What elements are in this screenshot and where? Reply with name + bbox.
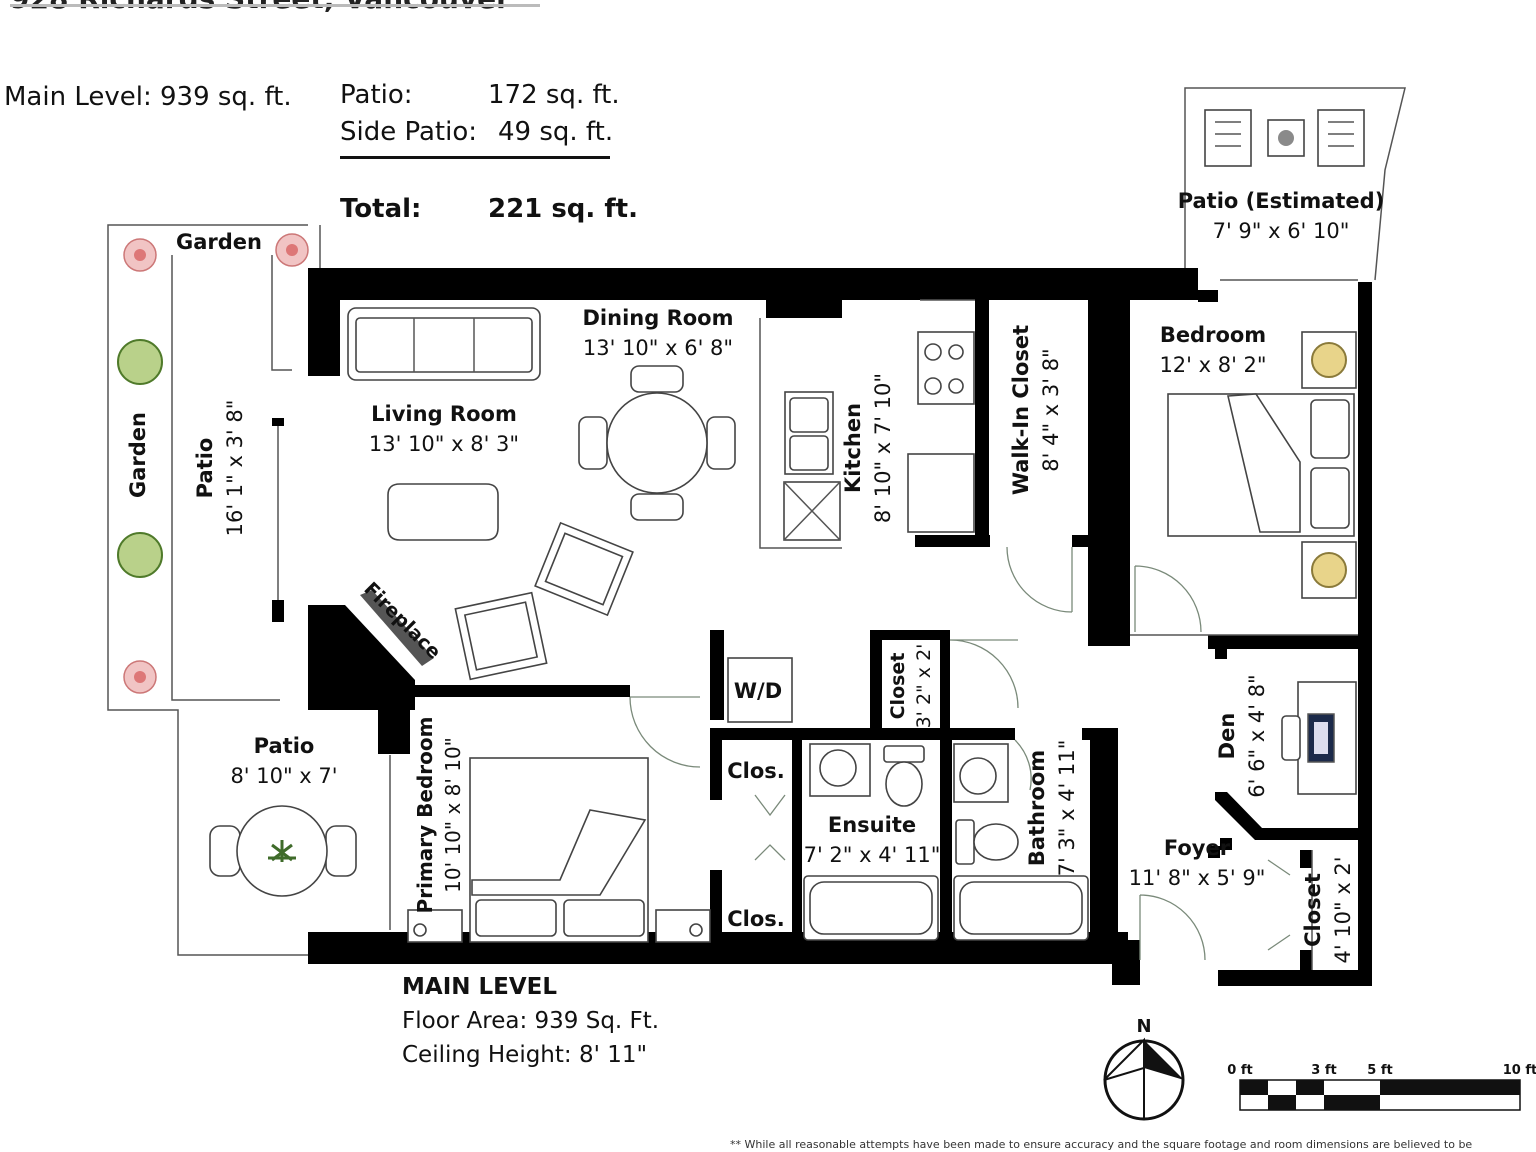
room-dims-primary-bedroom: 10' 10" x 8' 10" bbox=[441, 737, 465, 893]
nightstand-icon bbox=[655, 909, 711, 943]
lounge-chair-icon bbox=[1204, 109, 1252, 167]
level-title: MAIN LEVEL bbox=[402, 974, 558, 1000]
address-title: 928 Richards Street, Vancouver bbox=[10, 0, 510, 15]
stove-icon bbox=[917, 331, 975, 405]
door-swings bbox=[629, 546, 1291, 961]
room-dims-ensuite: 7' 2" x 4' 11" bbox=[804, 843, 941, 867]
room-dims-kitchen: 8' 10" x 7' 10" bbox=[871, 373, 895, 523]
side-table-icon bbox=[1267, 119, 1305, 157]
nightstand-icon bbox=[407, 909, 463, 943]
room-name-bedroom: Bedroom bbox=[1160, 323, 1266, 347]
bed-icon bbox=[469, 757, 649, 943]
room-name-patio-side: Patio bbox=[193, 438, 217, 499]
flower-icon bbox=[123, 238, 157, 272]
room-name-wd: W/D bbox=[734, 679, 782, 703]
summary-divider bbox=[340, 156, 610, 159]
flower-icon bbox=[275, 233, 309, 267]
room-name-clos-bottom: Clos. bbox=[727, 907, 785, 931]
north-arrow-icon: N bbox=[1103, 1016, 1185, 1121]
room-dims-patio-estimated: 7' 9" x 6' 10" bbox=[1213, 219, 1350, 243]
room-dims-bedroom: 12' x 8' 2" bbox=[1159, 353, 1266, 377]
room-name-den: Den bbox=[1215, 713, 1239, 760]
level-ceiling-height: Ceiling Height: 8' 11" bbox=[402, 1042, 648, 1068]
toilet-icon bbox=[883, 745, 925, 807]
room-dims-foyer: 11' 8" x 5' 9" bbox=[1129, 866, 1266, 890]
room-name-foyer: Foyer bbox=[1164, 836, 1231, 860]
washer-dryer-icon bbox=[727, 657, 793, 723]
scale-label-3: 3 ft bbox=[1311, 1063, 1336, 1078]
room-dims-bathroom: 7' 3" x 4' 11" bbox=[1055, 740, 1079, 877]
flower-icon bbox=[123, 660, 157, 694]
room-dims-dining: 13' 10" x 6' 8" bbox=[583, 336, 733, 360]
scale-bar-icon: 0 ft 3 ft 5 ft 10 ft bbox=[1227, 1063, 1536, 1111]
patio-table-icon bbox=[209, 805, 357, 897]
plant-icon bbox=[117, 532, 163, 578]
toilet-icon bbox=[955, 819, 1019, 865]
room-name-patio-bottom: Patio bbox=[254, 734, 315, 758]
room-dims-walkin-closet: 8' 4" x 3' 8" bbox=[1039, 348, 1063, 471]
main-level-area: Main Level: 939 sq. ft. bbox=[4, 82, 292, 112]
total-area-label: Total: bbox=[340, 194, 422, 224]
side-patio-area-label: Side Patio: bbox=[340, 117, 478, 147]
side-patio-area-value: 49 sq. ft. bbox=[498, 117, 614, 147]
armchair-icon bbox=[534, 521, 634, 617]
room-name-ensuite: Ensuite bbox=[828, 813, 916, 837]
patio-area-label: Patio: bbox=[340, 80, 413, 110]
room-name-dining: Dining Room bbox=[583, 306, 734, 330]
fridge-icon bbox=[907, 453, 975, 533]
desk-computer-icon bbox=[1281, 681, 1357, 795]
room-name-primary-bedroom: Primary Bedroom bbox=[413, 717, 437, 914]
room-name-living: Living Room bbox=[371, 402, 517, 426]
armchair-icon bbox=[454, 591, 548, 681]
sink-icon bbox=[809, 743, 871, 797]
room-dims-den: 6' 6" x 4' 8" bbox=[1245, 674, 1269, 797]
scale-label-0: 0 ft bbox=[1227, 1063, 1252, 1078]
scale-label-5: 5 ft bbox=[1367, 1063, 1392, 1078]
nightstand-lamp-icon bbox=[1301, 541, 1357, 599]
patio-outlines bbox=[107, 87, 1406, 956]
nightstand-lamp-icon bbox=[1301, 331, 1357, 389]
room-name-garden-side: Garden bbox=[126, 412, 150, 498]
footnote: ** While all reasonable attempts have be… bbox=[730, 1138, 1473, 1151]
sink-icon bbox=[953, 743, 1009, 803]
scale-label-10: 10 ft bbox=[1503, 1063, 1536, 1078]
room-name-kitchen: Kitchen bbox=[841, 403, 865, 493]
room-dims-patio-side: 16' 1" x 3' 8" bbox=[223, 400, 247, 537]
title-underline bbox=[10, 4, 540, 7]
bathtub-icon bbox=[953, 875, 1089, 941]
coffee-table-icon bbox=[387, 483, 499, 541]
room-dims-foyer-closet: 4' 10" x 2' bbox=[1331, 856, 1355, 963]
level-floor-area: Floor Area: 939 Sq. Ft. bbox=[402, 1008, 660, 1034]
walls bbox=[272, 268, 1372, 986]
compass-north-label: N bbox=[1136, 1016, 1151, 1037]
room-name-clos-top: Clos. bbox=[727, 759, 785, 783]
sofa-icon bbox=[347, 307, 541, 381]
room-name-small-closet: Closet bbox=[887, 653, 909, 720]
total-area-value: 221 sq. ft. bbox=[488, 194, 638, 224]
room-dims-patio-bottom: 8' 10" x 7' bbox=[230, 764, 337, 788]
room-dims-living: 13' 10" x 8' 3" bbox=[369, 432, 519, 456]
room-dims-small-closet: 3' 2" x 2' bbox=[913, 644, 935, 729]
interior-lines bbox=[920, 279, 1358, 970]
room-name-bathroom: Bathroom bbox=[1025, 750, 1049, 866]
dining-table-icon bbox=[578, 365, 736, 521]
fireplace-icon bbox=[360, 590, 434, 666]
room-name-garden-top: Garden bbox=[176, 230, 262, 254]
plant-icon bbox=[117, 339, 163, 385]
lounge-chair-icon bbox=[1317, 109, 1365, 167]
room-name-walkin-closet: Walk-In Closet bbox=[1009, 325, 1033, 495]
room-name-foyer-closet: Closet bbox=[1301, 873, 1325, 947]
kitchen-counter-icon bbox=[759, 318, 842, 549]
room-name-patio-estimated: Patio (Estimated) bbox=[1178, 189, 1385, 213]
bathtub-icon bbox=[803, 875, 939, 941]
patio-area-value: 172 sq. ft. bbox=[488, 80, 620, 110]
bed-icon bbox=[1167, 393, 1355, 537]
